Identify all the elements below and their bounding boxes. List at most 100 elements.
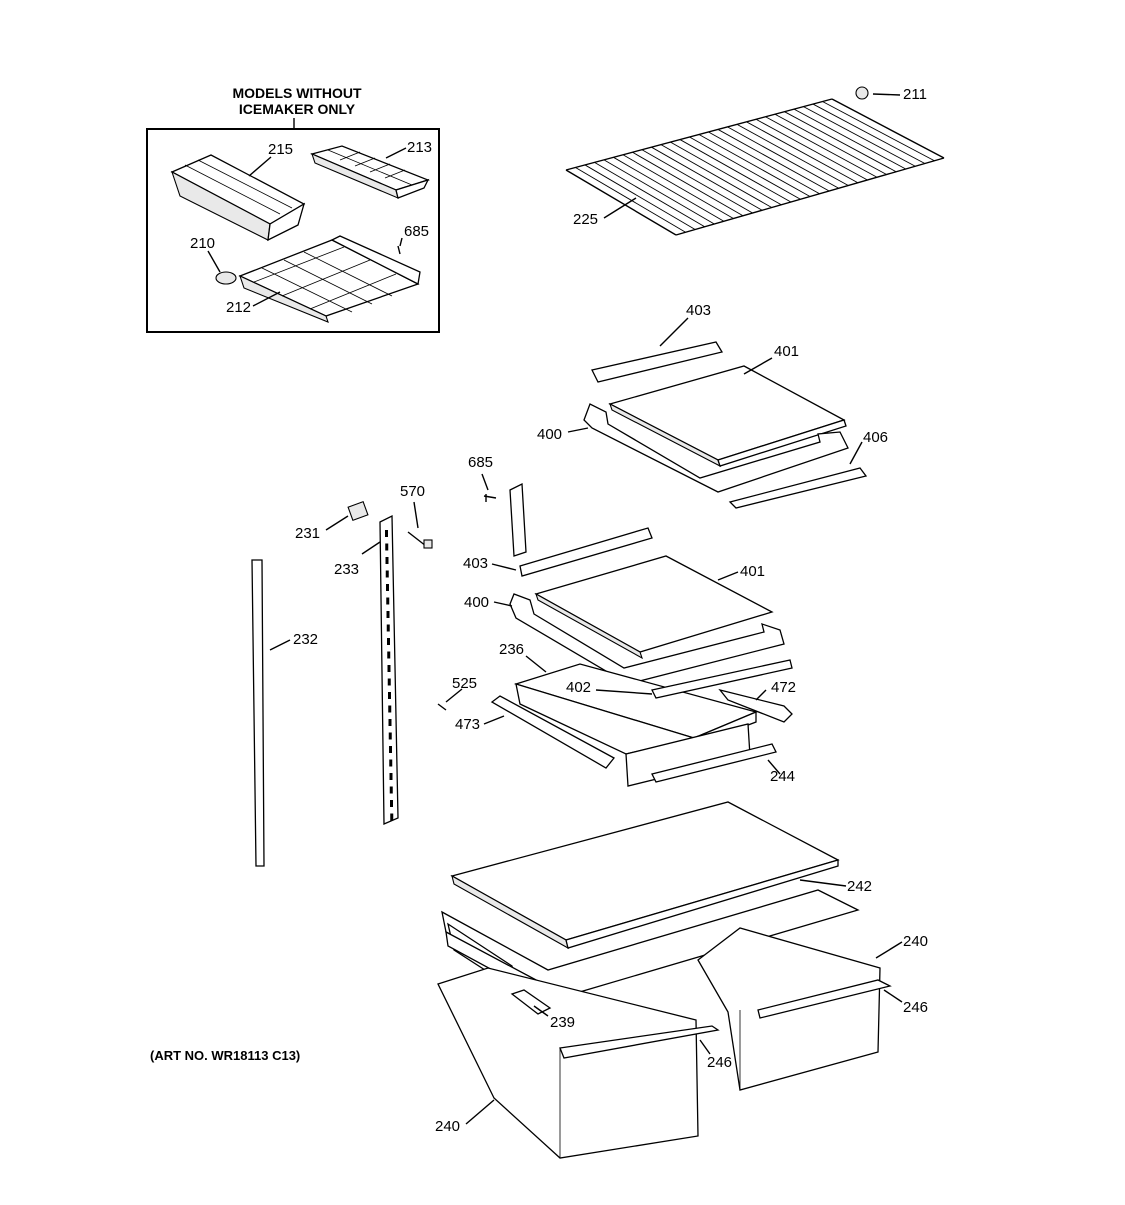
inset-header-line2: ICEMAKER ONLY [239,101,356,117]
callout-244: 244 [770,768,795,785]
callout-213: 213 [407,139,432,156]
upper-glass-shelf: 403 401 400 406 [537,302,888,509]
rail-slot [387,651,391,659]
rail-slot [385,557,389,564]
clip-231 [347,500,369,522]
rail-slot [386,597,390,605]
shelf-wires [575,101,935,233]
callout-406: 406 [863,429,888,446]
callout-236: 236 [499,641,524,658]
callout-401-lower: 401 [740,563,765,580]
icemaker-inset: MODELS WITHOUT ICEMAKER ONLY [146,85,440,333]
callout-400-lower: 400 [464,594,489,611]
screw-570 [423,539,433,549]
rail-slot [385,570,389,578]
shelf-wire [708,131,820,195]
shelf-wire [622,154,734,219]
rail-slot [386,584,389,591]
callout-231: 231 [295,525,320,542]
callout-473: 473 [455,716,480,733]
screw-685-inset [397,245,401,255]
rail-slot [385,530,388,537]
callout-403-upper: 403 [686,302,711,319]
callout-685: 685 [468,454,493,471]
rail-slot [385,543,389,551]
crisper-assembly: 242 240 246 239 246 240 [435,801,928,1159]
shelf-wire [641,149,753,214]
wire-shelf-assembly: 211 225 [565,86,945,236]
rail-slot [386,624,390,632]
callout-210: 210 [190,235,215,252]
shelf-wire [670,141,782,206]
shelf-wire [746,121,859,184]
ice-bucket-part [170,154,306,242]
rail-slot [388,705,392,713]
shelf-wire [765,116,878,178]
callout-246-right: 246 [903,999,928,1016]
shelf-wire [736,123,849,186]
rail-slot [389,786,393,794]
shelf-wire [603,159,715,225]
inset-header-line1: MODELS WITHOUT [232,85,362,101]
shelf-wire [822,101,935,162]
shelf-wire [660,144,772,208]
shelf-wire [774,113,887,175]
callout-403-lower: 403 [463,555,488,572]
rail-slot [389,773,393,780]
rail-slot [386,611,390,618]
inset-box [146,128,440,333]
rail-slot [388,692,391,699]
callout-240-left: 240 [435,1118,460,1135]
rail-slot [389,759,393,767]
callout-240-right: 240 [903,933,928,950]
shelf-wire [755,118,868,181]
shelf-wire [632,151,744,217]
rail-slots [385,530,394,821]
part-210-knob [215,271,237,285]
callout-232: 232 [293,631,318,648]
rail-slot [387,678,391,686]
rail-slot [388,719,392,726]
shelf-wire [584,164,696,230]
callout-246-left: 246 [707,1054,732,1071]
shelf-wire [651,146,763,211]
shelf-wire [594,162,705,228]
ice-bracket-part [238,235,421,323]
callout-225: 225 [573,211,598,228]
callout-525: 525 [452,675,477,692]
rail-slot [387,665,391,672]
callout-400-upper: 400 [537,426,562,443]
shelf-wire [575,167,686,233]
shelf-wire [803,106,916,167]
callout-472: 472 [771,679,796,696]
shelf-wire [793,108,906,170]
callout-401-upper: 401 [774,343,799,360]
callout-233: 233 [334,561,359,578]
callout-211: 211 [903,86,927,103]
art-number: (ART NO. WR18113 C13) [150,1048,300,1063]
callout-215: 215 [268,141,293,158]
rail-slot [390,800,393,807]
shelf-rails: 232 233 231 570 685 [251,454,527,867]
shelf-wire [613,156,725,222]
shelf-wire [689,136,801,200]
ice-tray-part [310,145,430,199]
rail-slot [390,813,394,821]
shelf-wire [717,129,830,192]
callout-212: 212 [226,299,251,316]
callout-239: 239 [550,1014,575,1031]
deli-drawer-assembly: 236 525 402 472 473 244 [437,641,796,787]
rail-slot [389,746,392,753]
shelf-wire [812,103,926,164]
callout-242: 242 [847,878,872,895]
shelf-wire [679,139,792,203]
shelf-wire [698,134,811,197]
shelf-end-cap [855,86,869,100]
shelf-wire [784,111,897,173]
callout-685-inset: 685 [404,223,429,240]
callout-570: 570 [400,483,425,500]
rail-slot [387,638,390,645]
shelf-wire [727,126,839,189]
